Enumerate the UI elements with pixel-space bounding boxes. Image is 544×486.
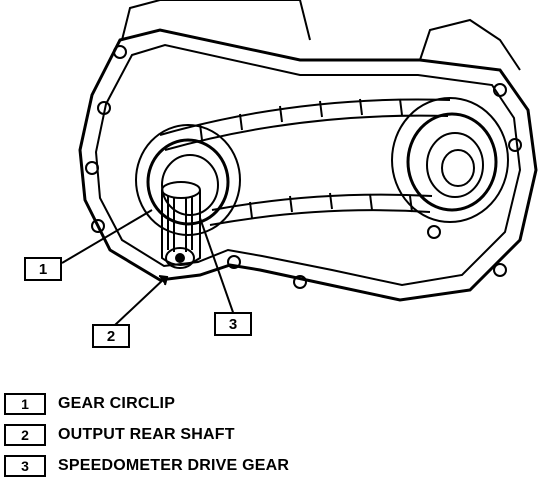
case-flange bbox=[94, 43, 522, 287]
legend-label: GEAR CIRCLIP bbox=[58, 395, 176, 412]
chain-links bbox=[199, 98, 413, 219]
legend-number: 1 bbox=[4, 393, 46, 415]
output-rear-shaft bbox=[161, 181, 201, 269]
legend-label: SPEEDOMETER DRIVE GEAR bbox=[58, 457, 290, 474]
callout-1: 1 bbox=[24, 257, 62, 281]
callout-1-label: 1 bbox=[38, 260, 48, 278]
case-upper-right bbox=[419, 18, 521, 71]
legend-number: 2 bbox=[4, 424, 46, 446]
legend-item: 3 SPEEDOMETER DRIVE GEAR bbox=[4, 454, 540, 478]
callout-2-label: 2 bbox=[106, 327, 116, 345]
front-sprocket bbox=[391, 97, 509, 223]
transfer-case-illustration bbox=[61, 0, 538, 326]
rear-sprocket bbox=[135, 124, 241, 236]
legend-item: 2 OUTPUT REAR SHAFT bbox=[4, 423, 540, 447]
callout-3-label: 3 bbox=[228, 315, 238, 333]
leader-lines bbox=[61, 209, 236, 326]
case-housing bbox=[78, 28, 538, 302]
callout-3: 3 bbox=[214, 312, 252, 336]
case-upper-casting bbox=[121, 0, 311, 41]
bolt-holes bbox=[85, 45, 522, 289]
legend-label: OUTPUT REAR SHAFT bbox=[58, 426, 235, 443]
legend-number: 3 bbox=[4, 455, 46, 477]
callout-2: 2 bbox=[92, 324, 130, 348]
parts-legend: 1 GEAR CIRCLIP 2 OUTPUT REAR SHAFT 3 SPE… bbox=[4, 392, 540, 485]
legend-item: 1 GEAR CIRCLIP bbox=[4, 392, 540, 416]
